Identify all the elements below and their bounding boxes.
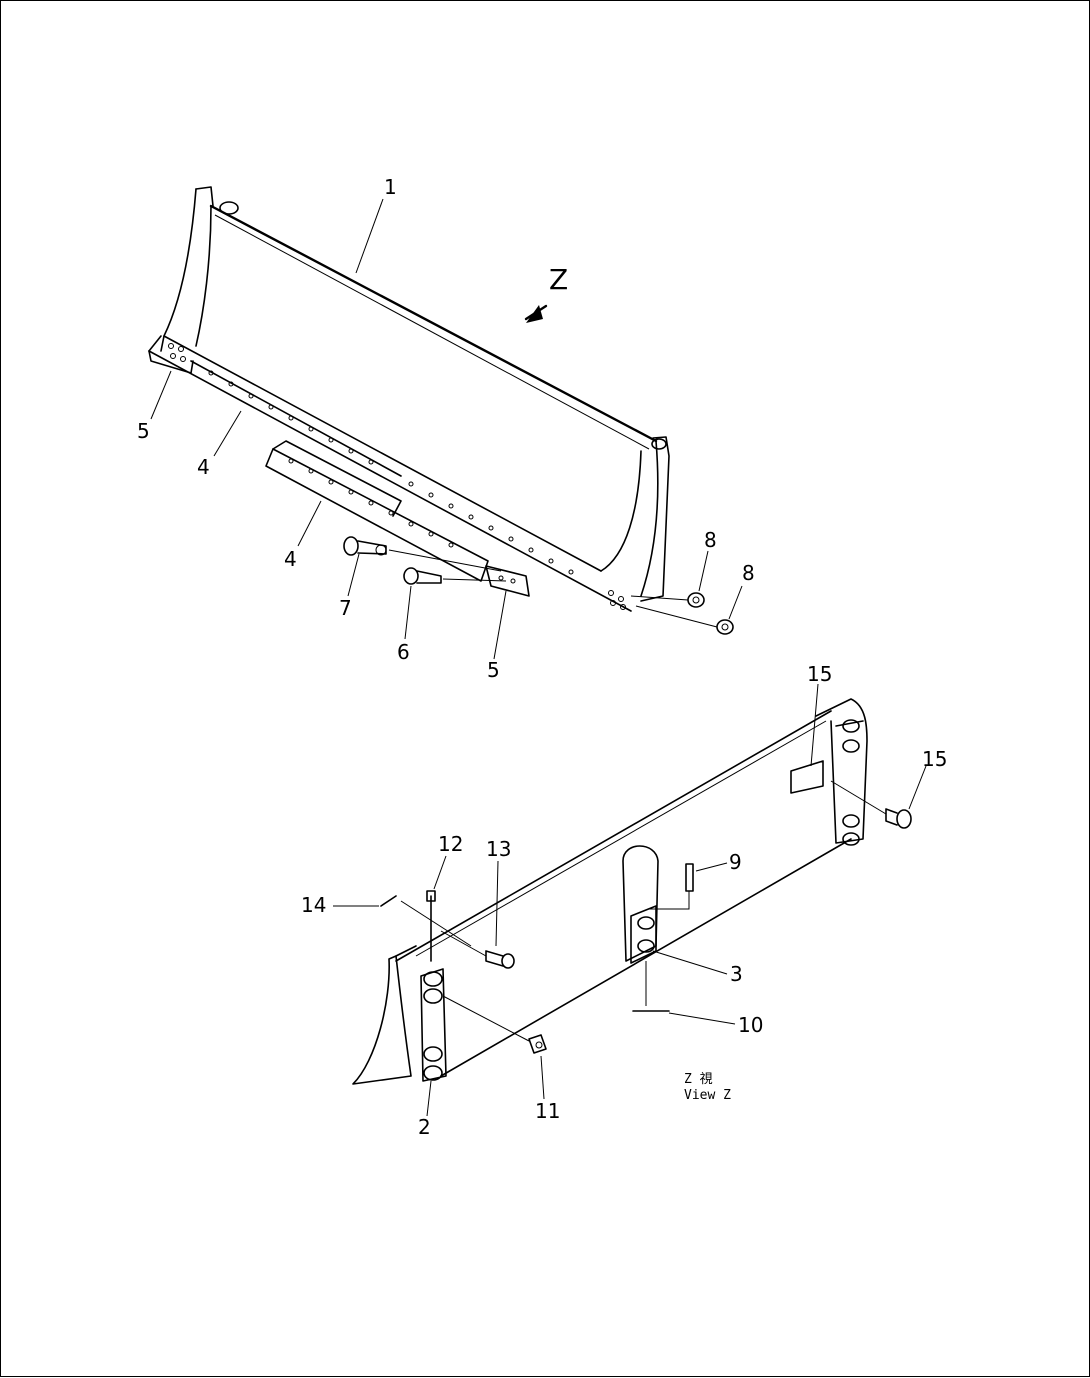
blade-rear-view [352,698,912,1085]
callout-12: 12 [438,832,463,856]
callout-15-pin: 15 [922,747,947,771]
view-arrow-label: Z [549,263,568,296]
cutting-edge-holes [288,458,454,548]
callout-4-lower: 4 [284,547,297,571]
callout-4-upper: 4 [197,455,210,479]
callout-11: 11 [535,1099,560,1123]
view-caption-line2: View Z [684,1088,731,1103]
leader-lines [150,198,927,1117]
callout-14: 14 [301,893,326,917]
callout-13: 13 [486,837,511,861]
callout-3: 3 [730,962,743,986]
nut-8 [630,592,734,635]
callout-9: 9 [729,850,742,874]
bolt-holes-left [168,343,626,610]
blade-front-assembly [148,186,734,635]
callout-6: 6 [397,640,410,664]
callout-7: 7 [339,596,352,620]
callout-1: 1 [384,175,397,199]
callout-8-lower: 8 [742,561,755,585]
callout-5-right: 5 [487,658,500,682]
view-caption-line1: Z 視 [684,1072,713,1087]
bolt-7 [343,536,502,572]
callout-5-left: 5 [137,419,150,443]
callout-8-upper: 8 [704,528,717,552]
callout-2: 2 [418,1115,431,1139]
callout-15-plate: 15 [807,662,832,686]
callout-10: 10 [738,1013,763,1037]
bolt-6 [403,567,507,585]
